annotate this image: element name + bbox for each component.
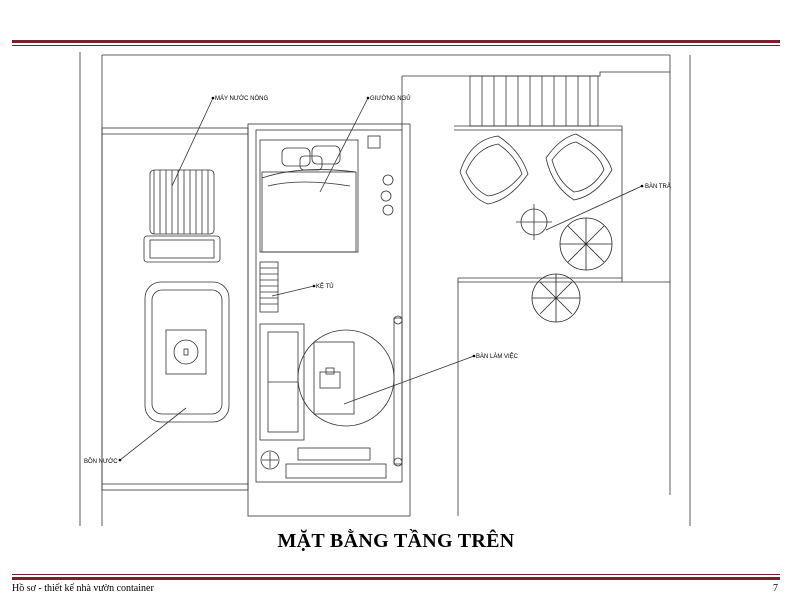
page-title: MẶT BẰNG TẦNG TRÊN: [277, 530, 515, 552]
label-bed: GIƯỜNG NGỦ: [370, 95, 411, 102]
bed: [259, 139, 359, 253]
tea-table: [516, 204, 552, 240]
sofa: [259, 323, 305, 441]
label-tea-table: BÀN TRÀ: [645, 183, 671, 190]
label-water-heater: MÁY NƯỚC NÓNG: [215, 95, 268, 102]
water-tank: [144, 281, 230, 423]
shelf-unit: [259, 261, 279, 313]
footer-rule-thick: [12, 577, 780, 580]
header-rule-thin: [12, 45, 780, 46]
work-desk: [297, 329, 395, 427]
label-shelf: KỆ TỦ: [316, 282, 334, 290]
footer-rule-thin: [12, 574, 780, 575]
header-rule-thick: [12, 40, 780, 43]
stair-treads: [481, 76, 591, 126]
footer-page-number: 7: [773, 583, 778, 594]
side-stool: [260, 450, 280, 470]
footer-document-title: Hồ sơ - thiết kế nhà vườn container: [12, 583, 154, 594]
floor-cushions: [459, 133, 613, 205]
label-desk: BÀN LÀM VIỆC: [476, 352, 519, 360]
wall-switch: [367, 135, 381, 149]
deck-plants: [531, 217, 613, 323]
water-heater: [143, 169, 221, 263]
label-water-tank: BỒN NƯỚC: [84, 458, 118, 465]
